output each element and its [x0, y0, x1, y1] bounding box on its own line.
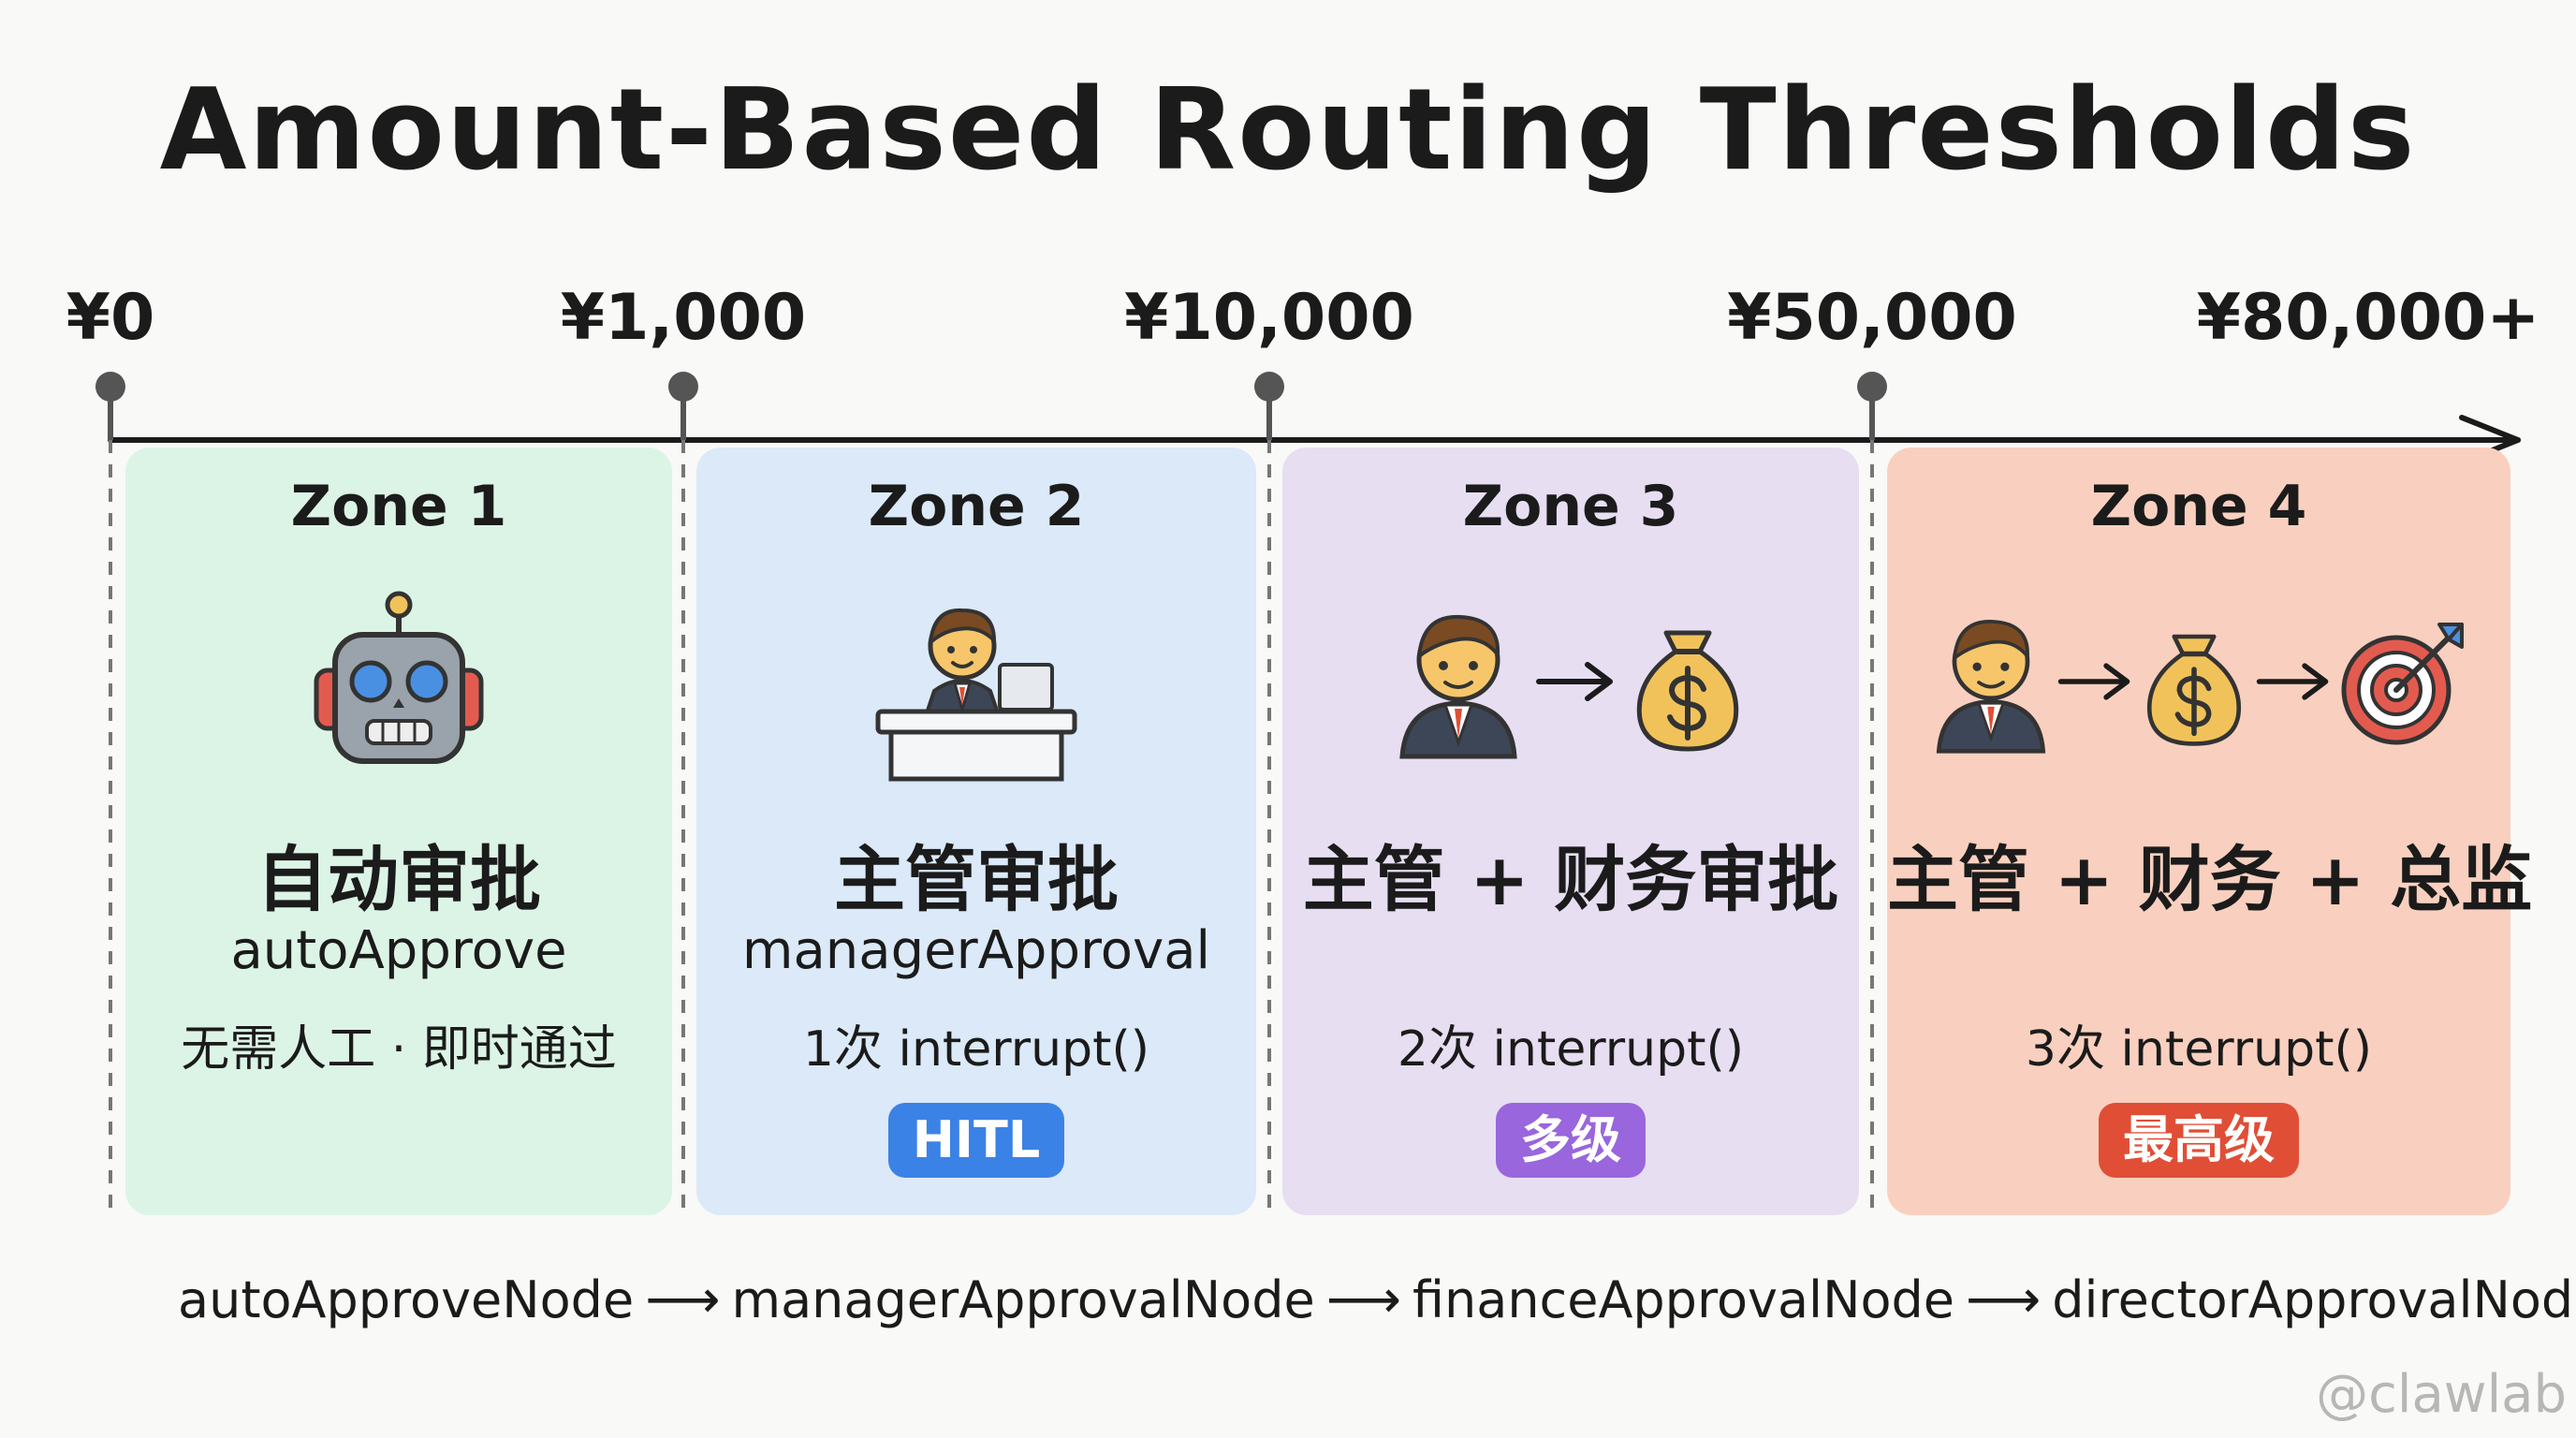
threshold-label-1: ¥1,000 — [560, 281, 807, 355]
multi-level-badge: 多级 — [1496, 1103, 1646, 1178]
money-bag-icon — [2146, 634, 2242, 746]
flow-node-manager-approval: managerApprovalNode — [731, 1269, 1315, 1329]
zone-title: Zone 3 — [1462, 474, 1679, 539]
threshold-label-3: ¥50,000 — [1727, 281, 2017, 355]
threshold-label-0: ¥0 — [66, 281, 155, 355]
flow-node-director-approval: directorApprovalNode — [2052, 1269, 2576, 1329]
zone-title: Zone 2 — [868, 474, 1085, 539]
zone-label-cn: 主管审批 — [834, 838, 1119, 921]
zone-3-panel: Zone 3 主管 + 财务审批 2次 interrupt() 多级 — [1282, 448, 1859, 1215]
arrow-right-icon — [2256, 663, 2329, 700]
zone-label-en: autoApprove — [230, 920, 567, 981]
arrow-right-icon — [1536, 662, 1613, 701]
threshold-marker-1 — [668, 372, 698, 1217]
zone-label-en: managerApproval — [741, 920, 1211, 981]
target-icon — [2341, 623, 2464, 745]
zone-icons — [125, 588, 672, 775]
threshold-marker-2 — [1254, 372, 1284, 1217]
hitl-badge: HITL — [887, 1103, 1065, 1178]
manager-icon — [1399, 614, 1517, 759]
threshold-label-4: ¥80,000+ — [2196, 281, 2540, 355]
zone-2-panel: Zone 2 主管审批 managerApproval 1次 interrupt… — [696, 448, 1256, 1215]
flow-node-auto-approve: autoApproveNode — [178, 1269, 635, 1329]
zone-note: 3次 interrupt() — [2025, 1021, 2373, 1078]
page-title: Amount-Based Routing Thresholds — [159, 66, 2417, 196]
node-flow: autoApproveNode ⟶ managerApprovalNode ⟶ … — [178, 1262, 2576, 1337]
threshold-label-2: ¥10,000 — [1124, 281, 1414, 355]
robot-icon — [314, 591, 484, 764]
money-bag-icon — [1636, 630, 1739, 752]
zone-1-panel: Zone 1 自动审批 autoApprove 无需人工 · 即时通过 — [125, 448, 672, 1215]
zone-icons — [1887, 588, 2510, 775]
threshold-marker-3 — [1857, 372, 1887, 1217]
zone-icons — [696, 588, 1256, 782]
flow-arrow-icon: ⟶ — [645, 1269, 721, 1330]
arrow-right-icon — [2057, 663, 2130, 700]
zone-note: 2次 interrupt() — [1397, 1021, 1745, 1078]
watermark: @clawlab — [2316, 1364, 2567, 1425]
threshold-marker-0 — [95, 372, 125, 1217]
zone-title: Zone 4 — [2090, 474, 2307, 539]
zone-4-panel: Zone 4 — [1887, 448, 2533, 1215]
zone-note: 1次 interrupt() — [802, 1021, 1150, 1078]
top-level-badge: 最高级 — [2099, 1103, 2299, 1178]
flow-arrow-icon: ⟶ — [1966, 1269, 2042, 1330]
zone-title: Zone 1 — [290, 474, 507, 539]
zone-note: 无需人工 · 即时通过 — [181, 1021, 617, 1078]
zone-icons — [1282, 588, 1859, 775]
manager-at-desk-icon — [875, 608, 1077, 782]
zone-label-cn: 自动审批 — [256, 838, 541, 921]
flow-arrow-icon: ⟶ — [1325, 1269, 1401, 1330]
zone-label-cn: 主管 + 财务审批 — [1302, 838, 1839, 921]
manager-icon — [1936, 620, 2046, 754]
flow-node-finance-approval: financeApprovalNode — [1412, 1269, 1954, 1329]
zone-label-cn: 主管 + 财务 + 总监 — [1887, 838, 2533, 921]
